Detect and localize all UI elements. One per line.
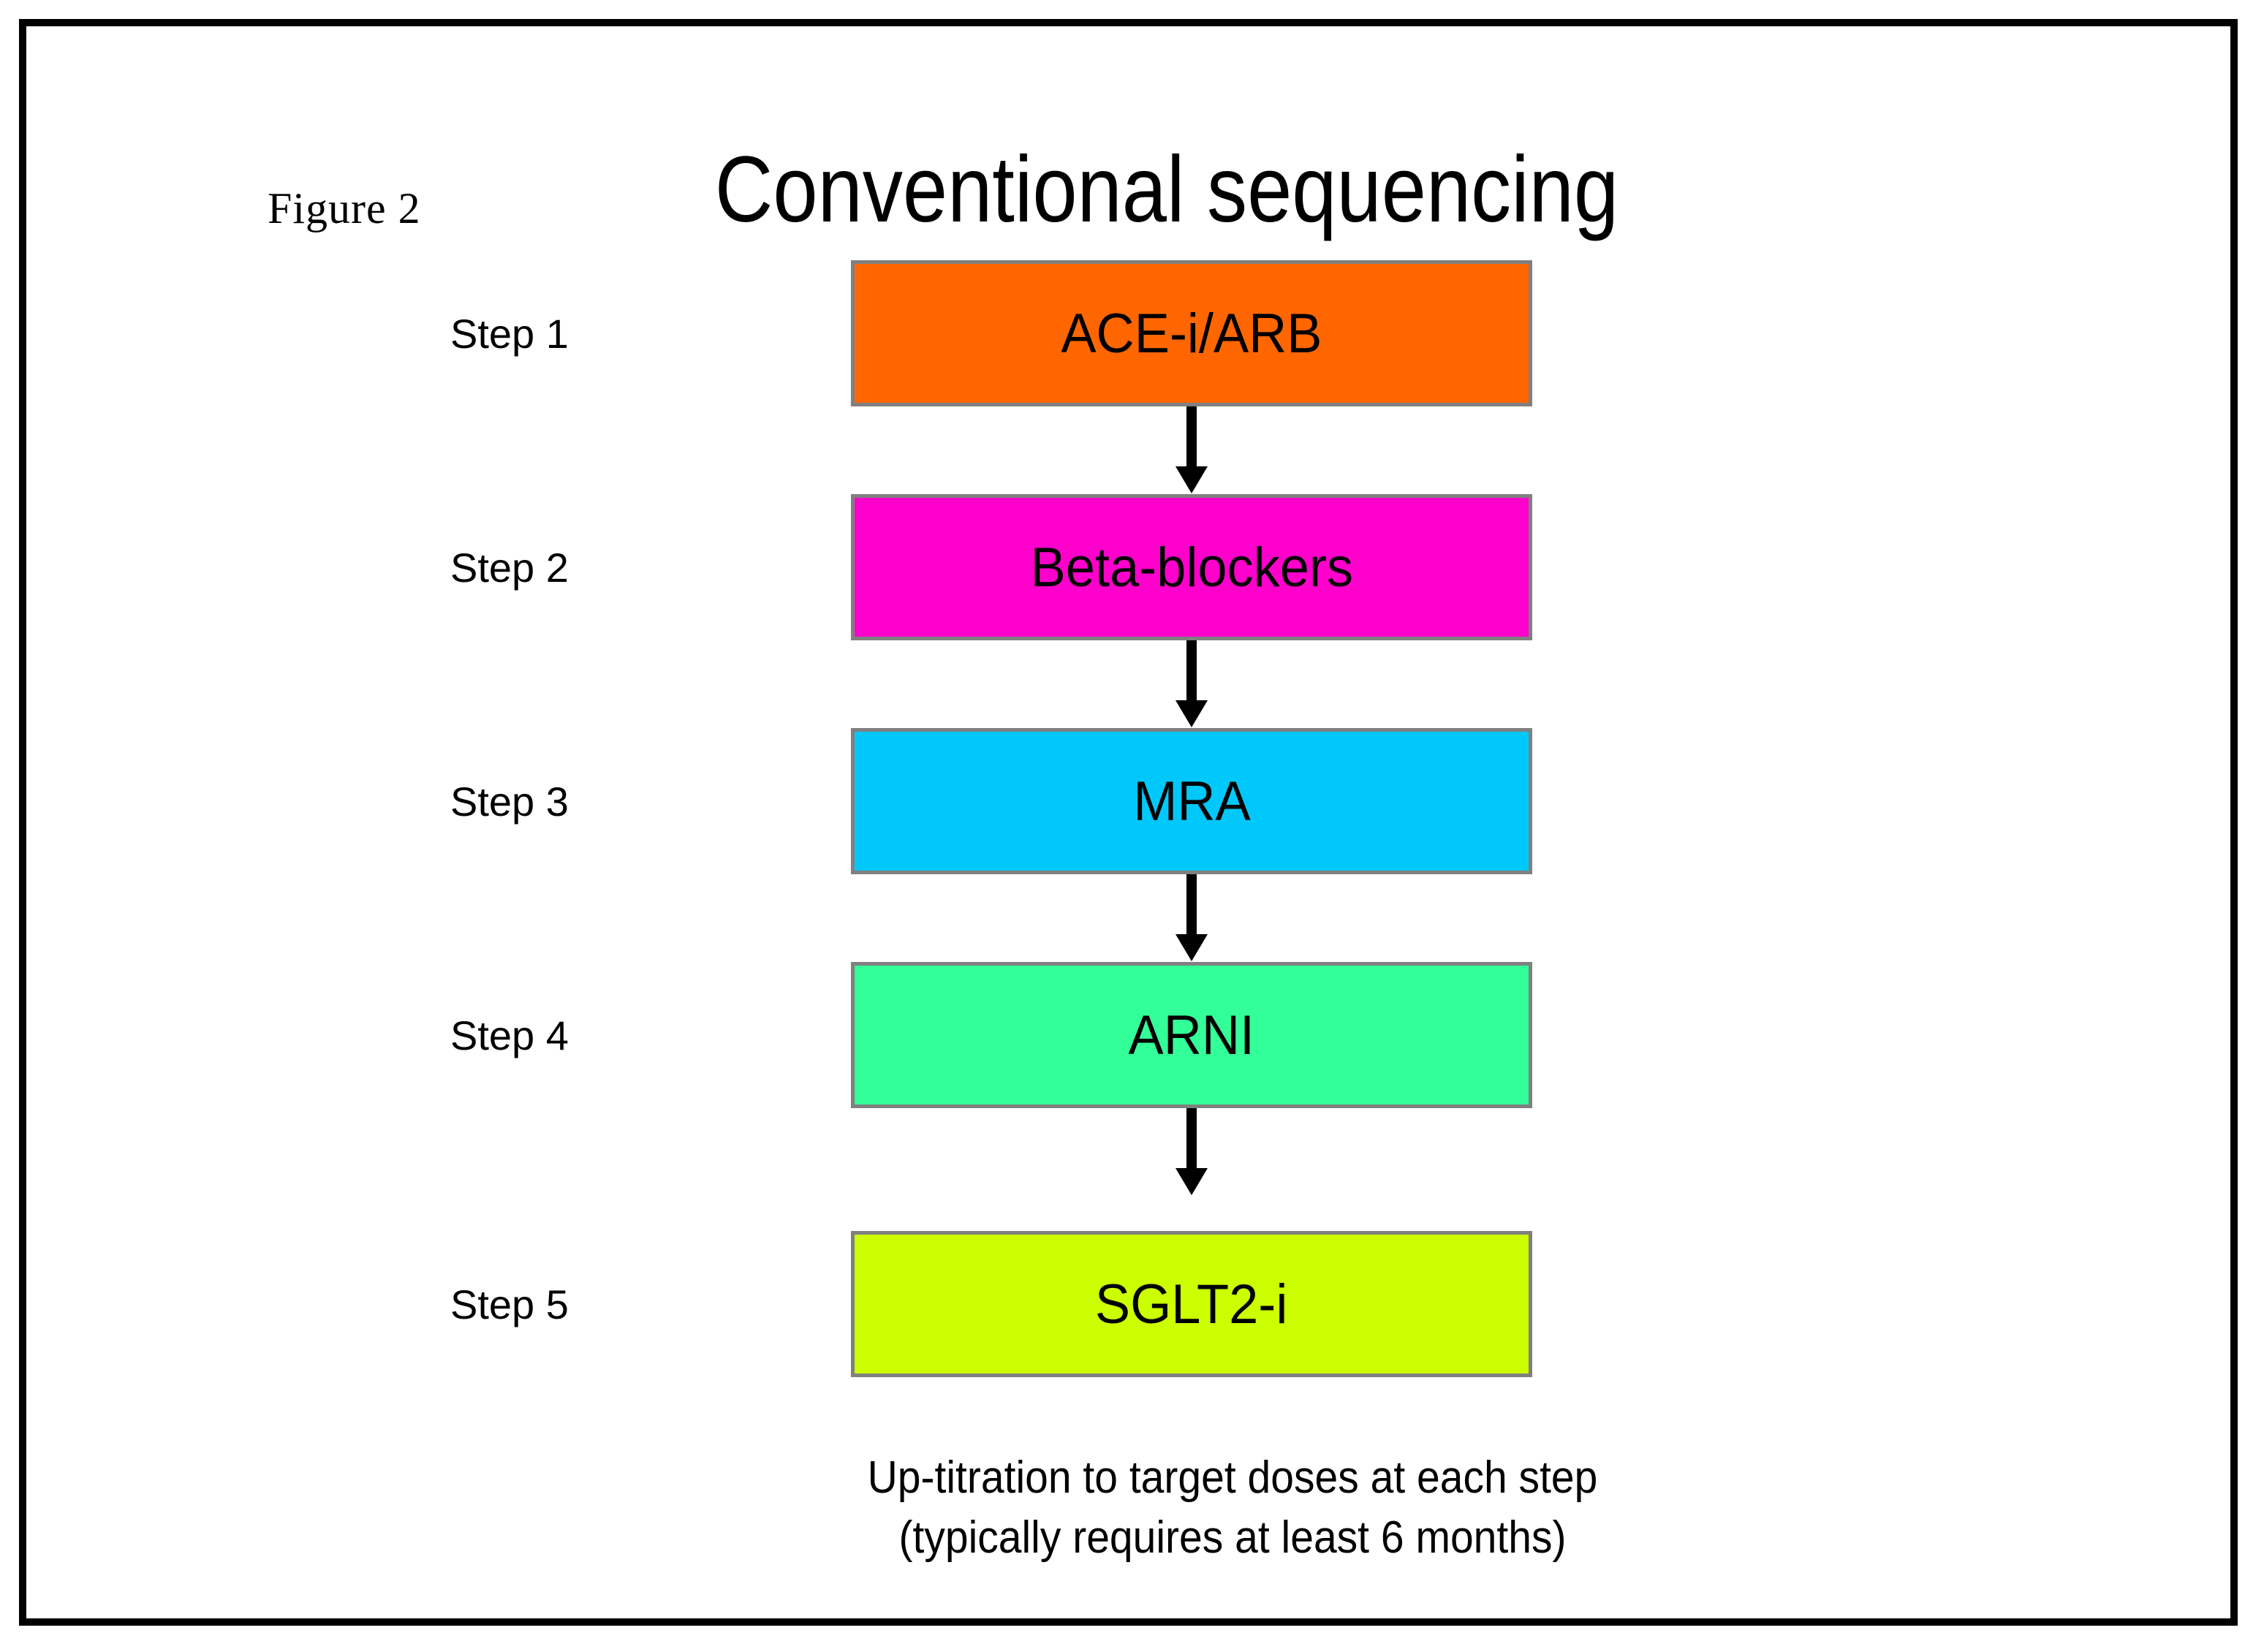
step-box-5[interactable]: SGLT2-i [851, 1231, 1532, 1377]
step-box-3[interactable]: MRA [851, 728, 1532, 874]
caption-line-1: Up-titration to target doses at each ste… [867, 1452, 1598, 1503]
flow-step-row: Step 2 Beta-blockers [26, 494, 2230, 640]
step-label-1: Step 1 [450, 310, 569, 357]
arrow-step4-to-step5 [1173, 1108, 1211, 1196]
arrow-step2-to-step3 [1173, 640, 1211, 728]
caption-line-2: (typically requires at least 6 months) [898, 1512, 1567, 1563]
figure-caption: Up-titration to target doses at each ste… [849, 1448, 1616, 1568]
step-label-3: Step 3 [450, 778, 569, 825]
step-box-label-3: MRA [1132, 770, 1251, 833]
flow-step-row: Step 5 SGLT2-i [26, 1231, 2230, 1377]
figure-label: Figure 2 [268, 184, 421, 232]
step-box-1[interactable]: ACE-i/ARB [851, 260, 1532, 406]
step-box-4[interactable]: ARNI [851, 962, 1532, 1108]
step-box-2[interactable]: Beta-blockers [851, 494, 1532, 640]
flow-step-row: Step 4 ARNI [26, 962, 2230, 1108]
step-box-label-5: SGLT2-i [1095, 1273, 1288, 1335]
page-title: Conventional sequencing [714, 137, 1619, 242]
flow-step-row: Step 3 MRA [26, 728, 2230, 874]
step-box-label-4: ARNI [1128, 1004, 1255, 1066]
step-label-2: Step 2 [450, 544, 569, 591]
step-box-label-1: ACE-i/ARB [1061, 302, 1322, 365]
step-label-5: Step 5 [450, 1281, 569, 1327]
flow-step-row: Step 1 ACE-i/ARB [26, 260, 2230, 406]
step-label-4: Step 4 [450, 1012, 569, 1058]
arrow-step1-to-step2 [1173, 406, 1211, 494]
arrow-step3-to-step4 [1173, 874, 1211, 962]
step-box-label-2: Beta-blockers [1030, 536, 1353, 599]
slide-frame: Figure 2 Conventional sequencing Step 1 A… [19, 19, 2238, 1626]
